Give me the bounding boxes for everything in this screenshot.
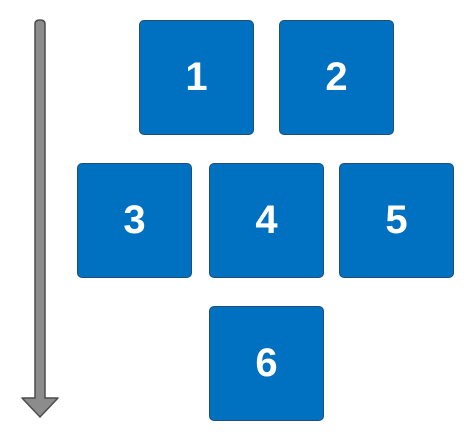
step-tile-2: 2: [279, 20, 394, 135]
step-tile-5: 5: [339, 163, 454, 278]
step-tile-3: 3: [77, 163, 192, 278]
down-arrow-shape: [21, 19, 59, 418]
step-tile-label: 5: [385, 198, 408, 242]
step-tile-6: 6: [209, 306, 324, 421]
step-tile-label: 4: [255, 198, 278, 242]
step-tile-label: 1: [185, 55, 208, 99]
step-tile-4: 4: [209, 163, 324, 278]
step-tile-label: 6: [255, 341, 278, 385]
step-tile-label: 2: [325, 55, 348, 99]
step-tile-label: 3: [123, 198, 146, 242]
step-tile-1: 1: [139, 20, 254, 135]
